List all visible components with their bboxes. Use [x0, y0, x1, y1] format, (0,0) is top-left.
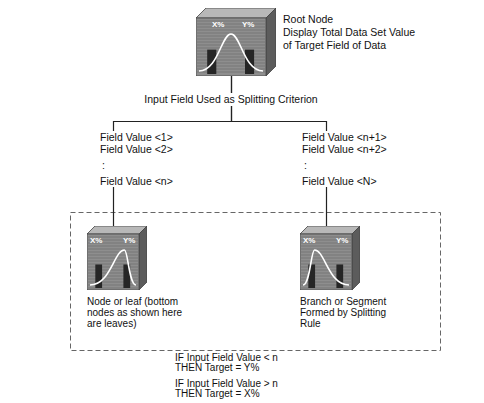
- tree-node: X% Y% Root NodeDisplay Total Data Set Valu…: [196, 8, 423, 76]
- box-top: [87, 226, 147, 234]
- box-front: [196, 18, 266, 76]
- field-value: Field Value <N>: [302, 175, 387, 187]
- box-stripe: [197, 57, 265, 58]
- histogram-bar: [336, 264, 343, 288]
- box-stripe: [197, 72, 265, 73]
- box-stripe: [301, 249, 351, 250]
- distribution-curve: [199, 34, 263, 71]
- node-box: X% Y%: [87, 226, 147, 290]
- box-side: [139, 226, 147, 290]
- box-stripe: [301, 258, 351, 259]
- node-caption: Node or leaf (bottom nodes as shown here…: [87, 296, 187, 329]
- histogram-bar: [207, 50, 216, 74]
- node-box: X% Y%: [196, 8, 276, 76]
- box-stripe: [197, 51, 265, 52]
- field-value: Field Value <1>: [100, 131, 173, 143]
- box-stripe: [197, 45, 265, 46]
- label-group: Input Field Used as Splitting Criterion: [141, 93, 320, 106]
- field-value: Field Value <n+1>: [302, 131, 387, 143]
- box-stripe: [197, 48, 265, 49]
- box-side: [266, 8, 276, 76]
- box-front: [300, 234, 352, 290]
- field-value: :: [100, 155, 173, 175]
- tree-node: X% Y% Branch or Segment Formed by Splittin…: [300, 226, 400, 329]
- box-stripe: [88, 252, 138, 253]
- rule-text: IF Input Field Value > n: [175, 379, 278, 389]
- label-group: Field Value <n+1>Field Value <n+2>:Field…: [302, 131, 387, 187]
- box-stripe: [197, 24, 265, 25]
- distribution-curve: [90, 250, 136, 285]
- node-title: Root Node: [283, 13, 423, 26]
- percent-label: Y%: [242, 20, 254, 29]
- rule-text: THEN Target = X%: [175, 389, 278, 399]
- box-stripe: [301, 246, 351, 247]
- box-stripe: [197, 60, 265, 61]
- node-description: Display Total Data Set Value of Target F…: [283, 26, 423, 52]
- percent-label: X%: [303, 236, 315, 245]
- node-description: Branch or Segment Formed by Splitting Ru…: [300, 296, 400, 329]
- percent-label: X%: [212, 20, 224, 29]
- rule-text: THEN Target = Y%: [175, 363, 278, 373]
- box-front: [87, 234, 139, 290]
- label-group: IF Input Field Value < nTHEN Target = Y%…: [175, 353, 278, 399]
- box-stripe: [301, 255, 351, 256]
- distribution-curve: [303, 250, 349, 285]
- box-stripe: [88, 261, 138, 262]
- node-box: X% Y%: [300, 226, 360, 290]
- box-stripe: [88, 255, 138, 256]
- box-stripe: [197, 27, 265, 28]
- box-stripe: [197, 66, 265, 67]
- box-stripe: [197, 63, 265, 64]
- box-stripe: [301, 252, 351, 253]
- rule-text: IF Input Field Value < n: [175, 353, 278, 363]
- box-stripe: [197, 21, 265, 22]
- box-stripe: [197, 54, 265, 55]
- field-value: :: [302, 155, 387, 175]
- histogram-box: [87, 226, 147, 290]
- box-stripe: [301, 261, 351, 262]
- box-stripe: [197, 42, 265, 43]
- box-side: [352, 226, 360, 290]
- field-value: Field Value <n+2>: [302, 143, 387, 155]
- box-stripe: [197, 36, 265, 37]
- node-caption: Branch or Segment Formed by Splitting Ru…: [300, 296, 400, 329]
- percent-label: Y%: [336, 236, 348, 245]
- box-top: [196, 8, 276, 18]
- percent-label: Y%: [123, 236, 135, 245]
- box-stripe: [197, 30, 265, 31]
- histogram-box: [196, 8, 276, 76]
- box-stripe: [88, 246, 138, 247]
- group-outline: [71, 213, 441, 351]
- split-criterion: Input Field Used as Splitting Criterion: [144, 93, 317, 106]
- node-caption: Root NodeDisplay Total Data Set Value of…: [283, 8, 423, 52]
- percent-label: X%: [90, 236, 102, 245]
- box-top: [300, 226, 360, 234]
- histogram-box: [300, 226, 360, 290]
- field-value: Field Value <2>: [100, 143, 173, 155]
- box-stripe: [88, 258, 138, 259]
- box-stripe: [197, 39, 265, 40]
- box-stripe: [88, 249, 138, 250]
- node-description: Node or leaf (bottom nodes as shown here…: [87, 296, 187, 329]
- label-group: Field Value <1>Field Value <2>:Field Val…: [100, 131, 173, 187]
- tree-node: X% Y% Node or leaf (bottom nodes as shown …: [87, 226, 187, 329]
- field-value: Field Value <n>: [100, 175, 173, 187]
